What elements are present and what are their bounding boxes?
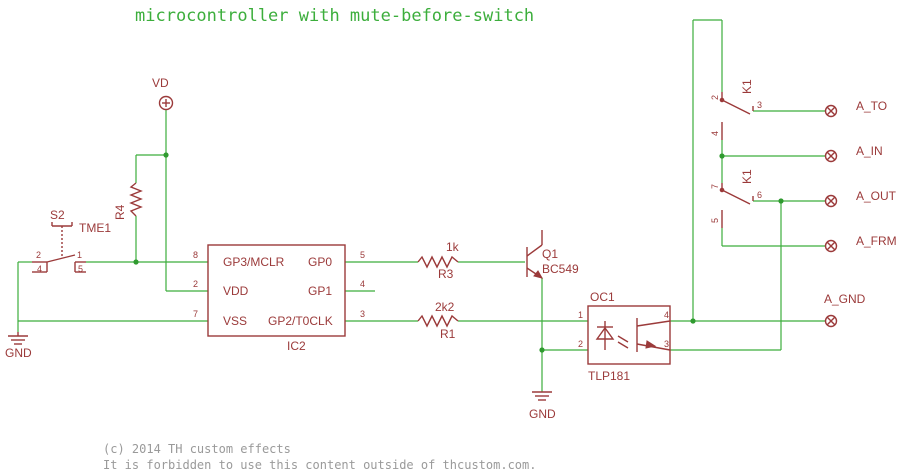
k1-pin: 6 xyxy=(757,190,762,200)
terminal-label: A_TO xyxy=(856,99,887,113)
resistor-r3: 1k R3 xyxy=(417,240,460,281)
terminals: A_TO A_IN A_OUT A_FRM A_GND xyxy=(824,99,897,328)
terminal-label: A_OUT xyxy=(856,189,897,203)
s2-type: TME1 xyxy=(79,221,111,235)
junction-dot xyxy=(719,153,725,159)
terminal-label: A_FRM xyxy=(856,234,897,248)
resistor-r1: 2k2 R1 xyxy=(417,300,459,341)
r4-name: R4 xyxy=(113,204,127,220)
s2-pin: 1 xyxy=(77,250,82,260)
junction-dot xyxy=(539,347,545,353)
q1-type: BC549 xyxy=(542,262,579,276)
terminal-a-frm: A_FRM xyxy=(824,234,897,253)
oc1-pin: 4 xyxy=(664,310,669,320)
copyright-line: (c) 2014 TH custom effects xyxy=(103,442,291,456)
vd-supply: VD xyxy=(152,76,174,111)
ic-pin-label: GP1 xyxy=(308,284,332,298)
k1-top-name: K1 xyxy=(740,79,754,94)
ic-pin-label: GP2/T0CLK xyxy=(268,314,333,328)
ic-pin-number: 4 xyxy=(360,279,365,289)
ic-name: IC2 xyxy=(287,339,306,353)
oc1-pin: 3 xyxy=(664,339,669,349)
k1-pin: 3 xyxy=(757,100,762,110)
gnd-left-label: GND xyxy=(5,346,32,360)
ic-pin-number: 3 xyxy=(360,309,365,319)
ic-pin-label: VDD xyxy=(223,284,249,298)
r3-value: 1k xyxy=(446,240,460,254)
diagram-title: microcontroller with mute-before-switch xyxy=(135,6,534,26)
terminal-label: A_GND xyxy=(824,292,866,306)
terminal-a-gnd: A_GND xyxy=(824,292,866,328)
terminal-label: A_IN xyxy=(856,144,883,158)
junction-dot xyxy=(163,152,169,158)
oc1-type: TLP181 xyxy=(588,369,630,383)
k1-bot-name: K1 xyxy=(740,169,754,184)
ic2: GP3/MCLR VDD VSS GP0 GP1 GP2/T0CLK 8 2 7… xyxy=(193,244,365,353)
r3-name: R3 xyxy=(438,267,454,281)
ic-pin-number: 5 xyxy=(360,250,365,260)
ic-pin-number: 7 xyxy=(193,309,198,319)
terminal-a-in: A_IN xyxy=(824,144,883,163)
k1-pin: 7 xyxy=(710,184,720,189)
r1-value: 2k2 xyxy=(435,300,455,314)
resistor-r4: R4 xyxy=(113,182,143,220)
k1-pin: 2 xyxy=(710,95,720,100)
terminal-a-out: A_OUT xyxy=(824,189,897,208)
oc1-name: OC1 xyxy=(590,290,615,304)
vd-label: VD xyxy=(152,76,169,90)
switch-s2: S2 TME1 2 1 4 5 xyxy=(32,208,111,274)
ic-pin-label: GP0 xyxy=(308,255,332,269)
gnd-mid-label: GND xyxy=(529,407,556,421)
ic-pin-number: 2 xyxy=(193,279,198,289)
q1-name: Q1 xyxy=(542,247,558,261)
ic-pin-label: GP3/MCLR xyxy=(223,255,285,269)
ic-pin-label: VSS xyxy=(223,314,247,328)
s2-pin: 2 xyxy=(36,250,41,260)
oc1-pin: 1 xyxy=(578,310,583,320)
s2-name: S2 xyxy=(50,208,65,222)
terminal-a-to: A_TO xyxy=(824,99,887,118)
wires xyxy=(17,19,825,392)
k1-pin: 5 xyxy=(710,218,720,223)
junctions xyxy=(133,152,784,353)
s2-pin: 4 xyxy=(37,264,42,274)
ic-pin-number: 8 xyxy=(193,250,198,260)
relay-k1: K1 K1 2 3 4 7 6 5 xyxy=(710,79,762,228)
s2-pin: 5 xyxy=(78,264,83,274)
r1-name: R1 xyxy=(440,327,456,341)
gnd-mid-symbol: GND xyxy=(529,391,556,421)
junction-dot xyxy=(133,259,139,265)
oc1-pin: 2 xyxy=(578,339,583,349)
junction-dot xyxy=(690,318,696,324)
k1-pin: 4 xyxy=(710,131,720,136)
usage-notice: It is forbidden to use this content outs… xyxy=(103,458,536,472)
optocoupler-oc1: OC1 TLP181 1 2 4 3 xyxy=(578,290,671,383)
transistor-q1: Q1 BC549 xyxy=(526,230,579,279)
gnd-left-symbol: GND xyxy=(5,332,32,360)
junction-dot xyxy=(778,198,784,204)
